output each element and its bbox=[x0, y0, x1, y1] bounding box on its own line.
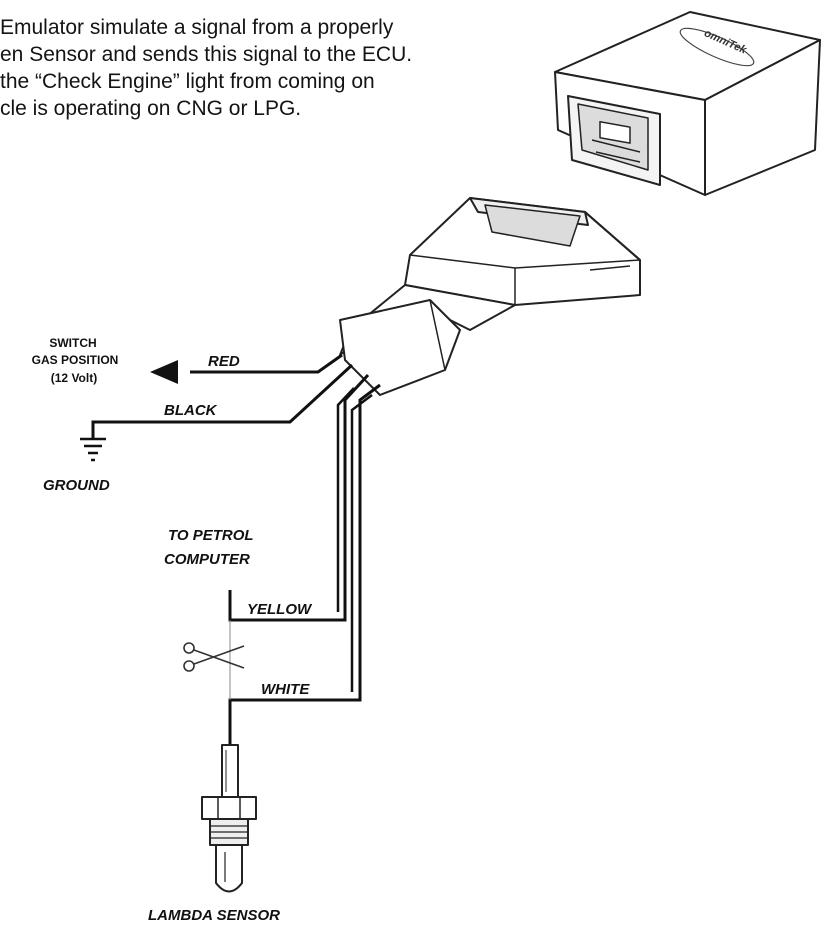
scissors-icon bbox=[183, 642, 245, 672]
switch-label-line1: SWITCH bbox=[49, 336, 96, 350]
red-wire-label: RED bbox=[208, 353, 240, 370]
ground-label: GROUND bbox=[43, 477, 110, 494]
intro-line-3: the “Check Engine” light from coming on bbox=[0, 70, 375, 93]
connector-plug bbox=[339, 197, 641, 396]
ground-symbol-icon bbox=[80, 437, 106, 462]
switch-label-line3: (12 Volt) bbox=[51, 371, 97, 385]
emulator-box bbox=[554, 11, 821, 196]
lambda-sensor bbox=[201, 744, 257, 893]
intro-line-1: Emulator simulate a signal from a proper… bbox=[0, 16, 394, 39]
red-wire bbox=[190, 353, 343, 374]
intro-text: Emulator simulate a signal from a proper… bbox=[0, 14, 560, 122]
white-wire-label: WHITE bbox=[261, 681, 310, 698]
intro-line-4: cle is operating on CNG or LPG. bbox=[0, 97, 302, 120]
black-wire-label: BLACK bbox=[164, 402, 218, 419]
arrow-left-icon bbox=[150, 360, 178, 384]
to-petrol-label-line2: COMPUTER bbox=[164, 551, 250, 568]
yellow-wire-label: YELLOW bbox=[247, 601, 313, 618]
switch-label-line2: GAS POSITION bbox=[32, 353, 119, 367]
yellow-wire bbox=[228, 373, 370, 622]
intro-line-2: en Sensor and sends this signal to the E… bbox=[0, 43, 413, 66]
wires bbox=[91, 353, 381, 745]
black-wire bbox=[91, 363, 354, 438]
to-petrol-label-line1: TO PETROL bbox=[168, 527, 254, 544]
lambda-sensor-label: LAMBDA SENSOR bbox=[148, 907, 280, 924]
white-wire bbox=[228, 383, 381, 745]
